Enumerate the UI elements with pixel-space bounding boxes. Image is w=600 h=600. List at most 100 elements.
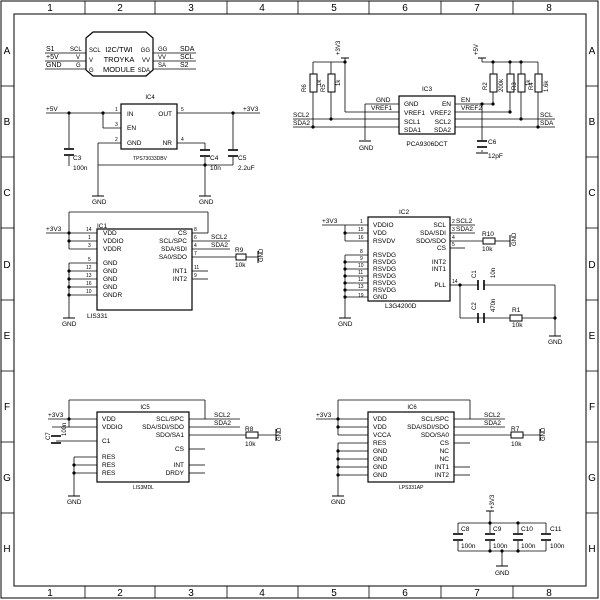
cap-ref: C6 xyxy=(488,139,497,146)
cap-ref: C4 xyxy=(210,155,219,162)
pin-label: INT1 xyxy=(432,266,446,273)
cap-value: 10n xyxy=(210,165,221,172)
pin-label: RES xyxy=(102,454,116,461)
cap-value: 100n xyxy=(493,543,508,550)
ic4-regulator: IC4 IN EN GND OUT NR 1 3 2 5 4 TPS73033D… xyxy=(46,95,260,206)
net-label: SCL xyxy=(540,112,553,119)
pin-label: RSVDG xyxy=(373,252,396,259)
pin-tag: GG xyxy=(158,47,168,53)
pin-number: 13 xyxy=(358,284,364,290)
pin-label: SDA/SDI/SDO xyxy=(407,424,449,431)
net-label: +3V3 xyxy=(316,412,332,419)
net-label: +3V3 xyxy=(490,494,496,509)
pin-label: RES xyxy=(102,470,116,477)
pin-label: VDD xyxy=(102,416,116,423)
row-label: B xyxy=(4,117,11,128)
row-label: E xyxy=(4,331,11,342)
pin-number: 15 xyxy=(358,227,364,233)
pin-label: INT2 xyxy=(173,276,187,283)
row-label: B xyxy=(589,117,596,128)
cap-ref: C8 xyxy=(461,526,470,533)
pin-label: SA0/SDO xyxy=(159,254,187,261)
pin-label: INT2 xyxy=(435,472,449,479)
ic-ref: IC2 xyxy=(399,209,410,216)
net-label: SCL2 xyxy=(456,218,473,225)
pin-label: RSVDG xyxy=(373,259,396,266)
res-value: 10k xyxy=(511,441,522,448)
pin-label: GND xyxy=(103,260,118,267)
res-value: 10k xyxy=(245,441,256,448)
pin-number: 16 xyxy=(358,235,364,241)
res-value: 1.6k xyxy=(544,80,550,92)
pin-number: 14 xyxy=(86,227,92,233)
net-label: SCL2 xyxy=(484,412,501,419)
pin-label: RSVDV xyxy=(373,238,396,245)
pin-label: NR xyxy=(163,140,173,147)
row-label: E xyxy=(589,331,596,342)
pin-tag: V xyxy=(76,55,80,61)
pin-label: SDA xyxy=(138,68,150,74)
cap-value: 100n xyxy=(73,165,88,172)
res-value: 1k xyxy=(336,79,342,86)
pin-number: 12 xyxy=(358,277,364,283)
pin-number: 3 xyxy=(88,243,91,249)
pin-label: SCL/SPC xyxy=(421,416,449,423)
pin-label: VDDIO xyxy=(373,222,394,229)
gnd-label: GND xyxy=(331,499,346,506)
net-label: SDA2 xyxy=(214,420,231,427)
cap-value: 100n xyxy=(521,543,536,550)
pin-number: 3 xyxy=(452,227,455,233)
net-label: VREF2 xyxy=(461,105,482,112)
pin-label: GND xyxy=(404,101,419,108)
res-ref: R4 xyxy=(529,82,535,90)
pin-label: VDDIO xyxy=(103,238,124,245)
col-label: 2 xyxy=(117,3,123,14)
pin-label: GND xyxy=(373,456,388,463)
net-label: SCL xyxy=(180,54,194,61)
pin-label: SCL xyxy=(89,48,101,54)
pin-label: INT xyxy=(174,462,185,469)
cap-value: 470n xyxy=(491,299,497,312)
pin-label: SDA/SDI xyxy=(420,230,446,237)
pin-label: RES xyxy=(373,440,387,447)
net-label: SCL2 xyxy=(293,112,310,119)
col-label: 4 xyxy=(259,3,265,14)
pin-label: GND xyxy=(373,472,388,479)
troyka-title-1: I2C/TWI xyxy=(105,45,133,54)
ic-part: TPS73033DBV xyxy=(133,156,168,162)
pin-number: 8 xyxy=(194,227,197,233)
pin-number: 1 xyxy=(115,107,118,113)
pin-label: G xyxy=(89,68,94,74)
net-label: +3V3 xyxy=(336,40,342,55)
net-label: S1 xyxy=(46,46,55,53)
pin-number: 8 xyxy=(360,249,363,255)
pin-tag: G xyxy=(76,63,81,69)
pin-number: 10 xyxy=(358,263,364,269)
pin-tag: SA xyxy=(158,63,166,69)
ic-ref: IC5 xyxy=(140,405,150,411)
cap-ref: C5 xyxy=(238,155,247,162)
ic3-level-shifter: IC3 GND VREF1 SCL1 SDA1 EN VREF2 SCL2 SD… xyxy=(293,40,555,160)
row-label: A xyxy=(589,46,596,57)
pin-label: PLL xyxy=(434,282,446,289)
ic6-barometer: IC6 VDD VDD VCCA RES GND GND GND GND SCL… xyxy=(316,399,547,506)
col-label: 1 xyxy=(47,3,53,14)
gnd-label: GND xyxy=(495,570,510,577)
col-label: 4 xyxy=(259,588,265,599)
ic-ref: IC6 xyxy=(407,405,417,411)
pin-number: 9 xyxy=(360,256,363,262)
pin-number: 2 xyxy=(115,137,118,143)
col-label: 8 xyxy=(546,588,552,599)
res-ref: R9 xyxy=(235,247,244,254)
pin-number: 12 xyxy=(86,265,92,271)
gnd-label: GND xyxy=(92,199,107,206)
pin-label: NC xyxy=(440,456,450,463)
pin-label: V xyxy=(89,58,93,64)
pin-label: VREF1 xyxy=(404,110,425,117)
pin-tag: VV xyxy=(158,55,166,61)
pin-label: GG xyxy=(141,48,151,54)
pin-label: RSVDG xyxy=(373,280,396,287)
pin-number: 13 xyxy=(86,273,92,279)
pin-number: 11 xyxy=(194,265,199,271)
pin-number: 19 xyxy=(358,293,364,299)
